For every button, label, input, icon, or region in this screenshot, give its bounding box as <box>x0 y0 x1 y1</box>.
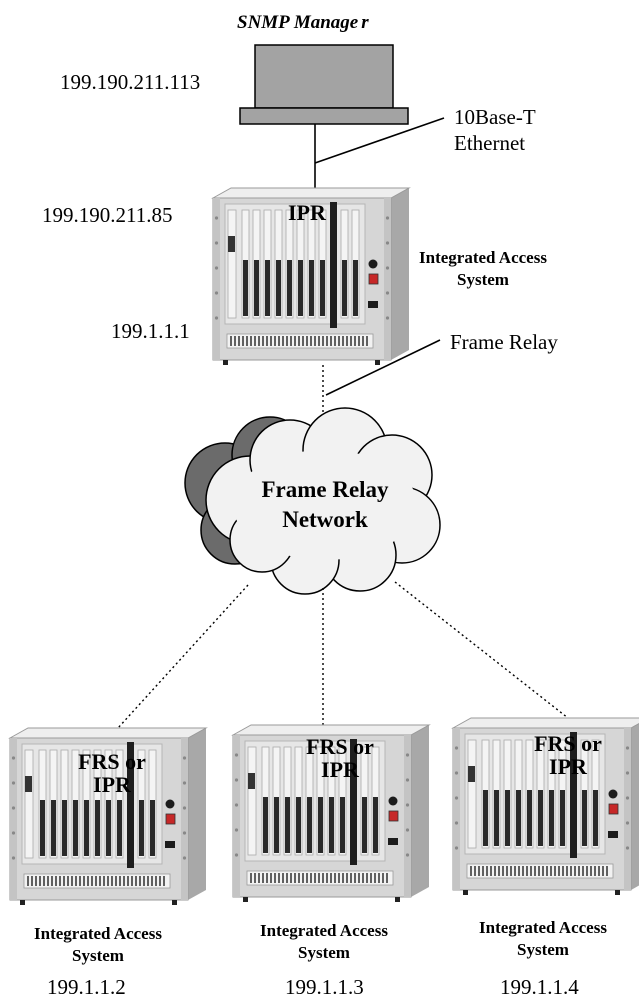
top-system-frame-relay-ip: 199.1.1.1 <box>111 319 190 343</box>
remote-3-card-label: FRS or IPR <box>528 732 608 778</box>
snmp-manager-title-main: SNMP Manage <box>237 12 359 33</box>
remote-2-name-line1: Integrated Access <box>260 921 388 940</box>
remote-3-name-line2: System <box>517 940 569 960</box>
remote-1-card-line1: FRS or <box>78 749 146 774</box>
remote-1-card-label: FRS or IPR <box>72 750 152 796</box>
remote-2-card-line2: IPR <box>321 757 359 783</box>
remote-2-card-label: FRS or IPR <box>300 735 380 781</box>
cloud-label: Frame Relay Network <box>240 475 410 535</box>
snmp-manager-title-tail: r <box>361 12 369 33</box>
ethernet-label: 10Base-T Ethernet <box>454 104 536 157</box>
remote-3-card-line2: IPR <box>549 754 587 780</box>
cloud-label-line2: Network <box>282 506 368 532</box>
top-system-card-label: IPR <box>288 200 326 225</box>
remote-3-name: Integrated Access System <box>448 917 638 961</box>
frame-relay-cloud <box>184 407 441 595</box>
remote-1-name: Integrated Access System <box>2 923 194 967</box>
cloud-label-line1: Frame Relay <box>261 477 389 502</box>
ethernet-label-line2: Ethernet <box>454 131 526 156</box>
remote-2-name-line2: System <box>298 943 350 963</box>
remote-2-name: Integrated Access System <box>228 920 420 964</box>
remote-3-name-line1: Integrated Access <box>479 918 607 937</box>
top-system-ethernet-ip: 199.190.211.85 <box>42 203 173 227</box>
remote-2-card-line1: FRS or <box>306 734 374 759</box>
top-system-name-line2: System <box>457 270 509 290</box>
ethernet-label-line1: 10Base-T <box>454 105 536 129</box>
frame-relay-link-label: Frame Relay <box>450 330 558 354</box>
remote-1-name-line2: System <box>72 946 124 966</box>
pvc-links <box>117 581 569 729</box>
remote-1-card-line2: IPR <box>93 772 131 798</box>
top-system-name: Integrated Access System <box>419 247 547 291</box>
remote-1-ip: 199.1.1.2 <box>47 975 126 999</box>
remote-1-name-line1: Integrated Access <box>34 924 162 943</box>
remote-3-card-line1: FRS or <box>534 731 602 756</box>
remote-2-ip: 199.1.1.3 <box>285 975 364 999</box>
manager-ip: 199.190.211.113 <box>60 70 201 94</box>
top-system-name-line1: Integrated Access <box>419 248 547 267</box>
snmp-manager-terminal <box>239 44 409 125</box>
remote-3-ip: 199.1.1.4 <box>500 975 579 999</box>
